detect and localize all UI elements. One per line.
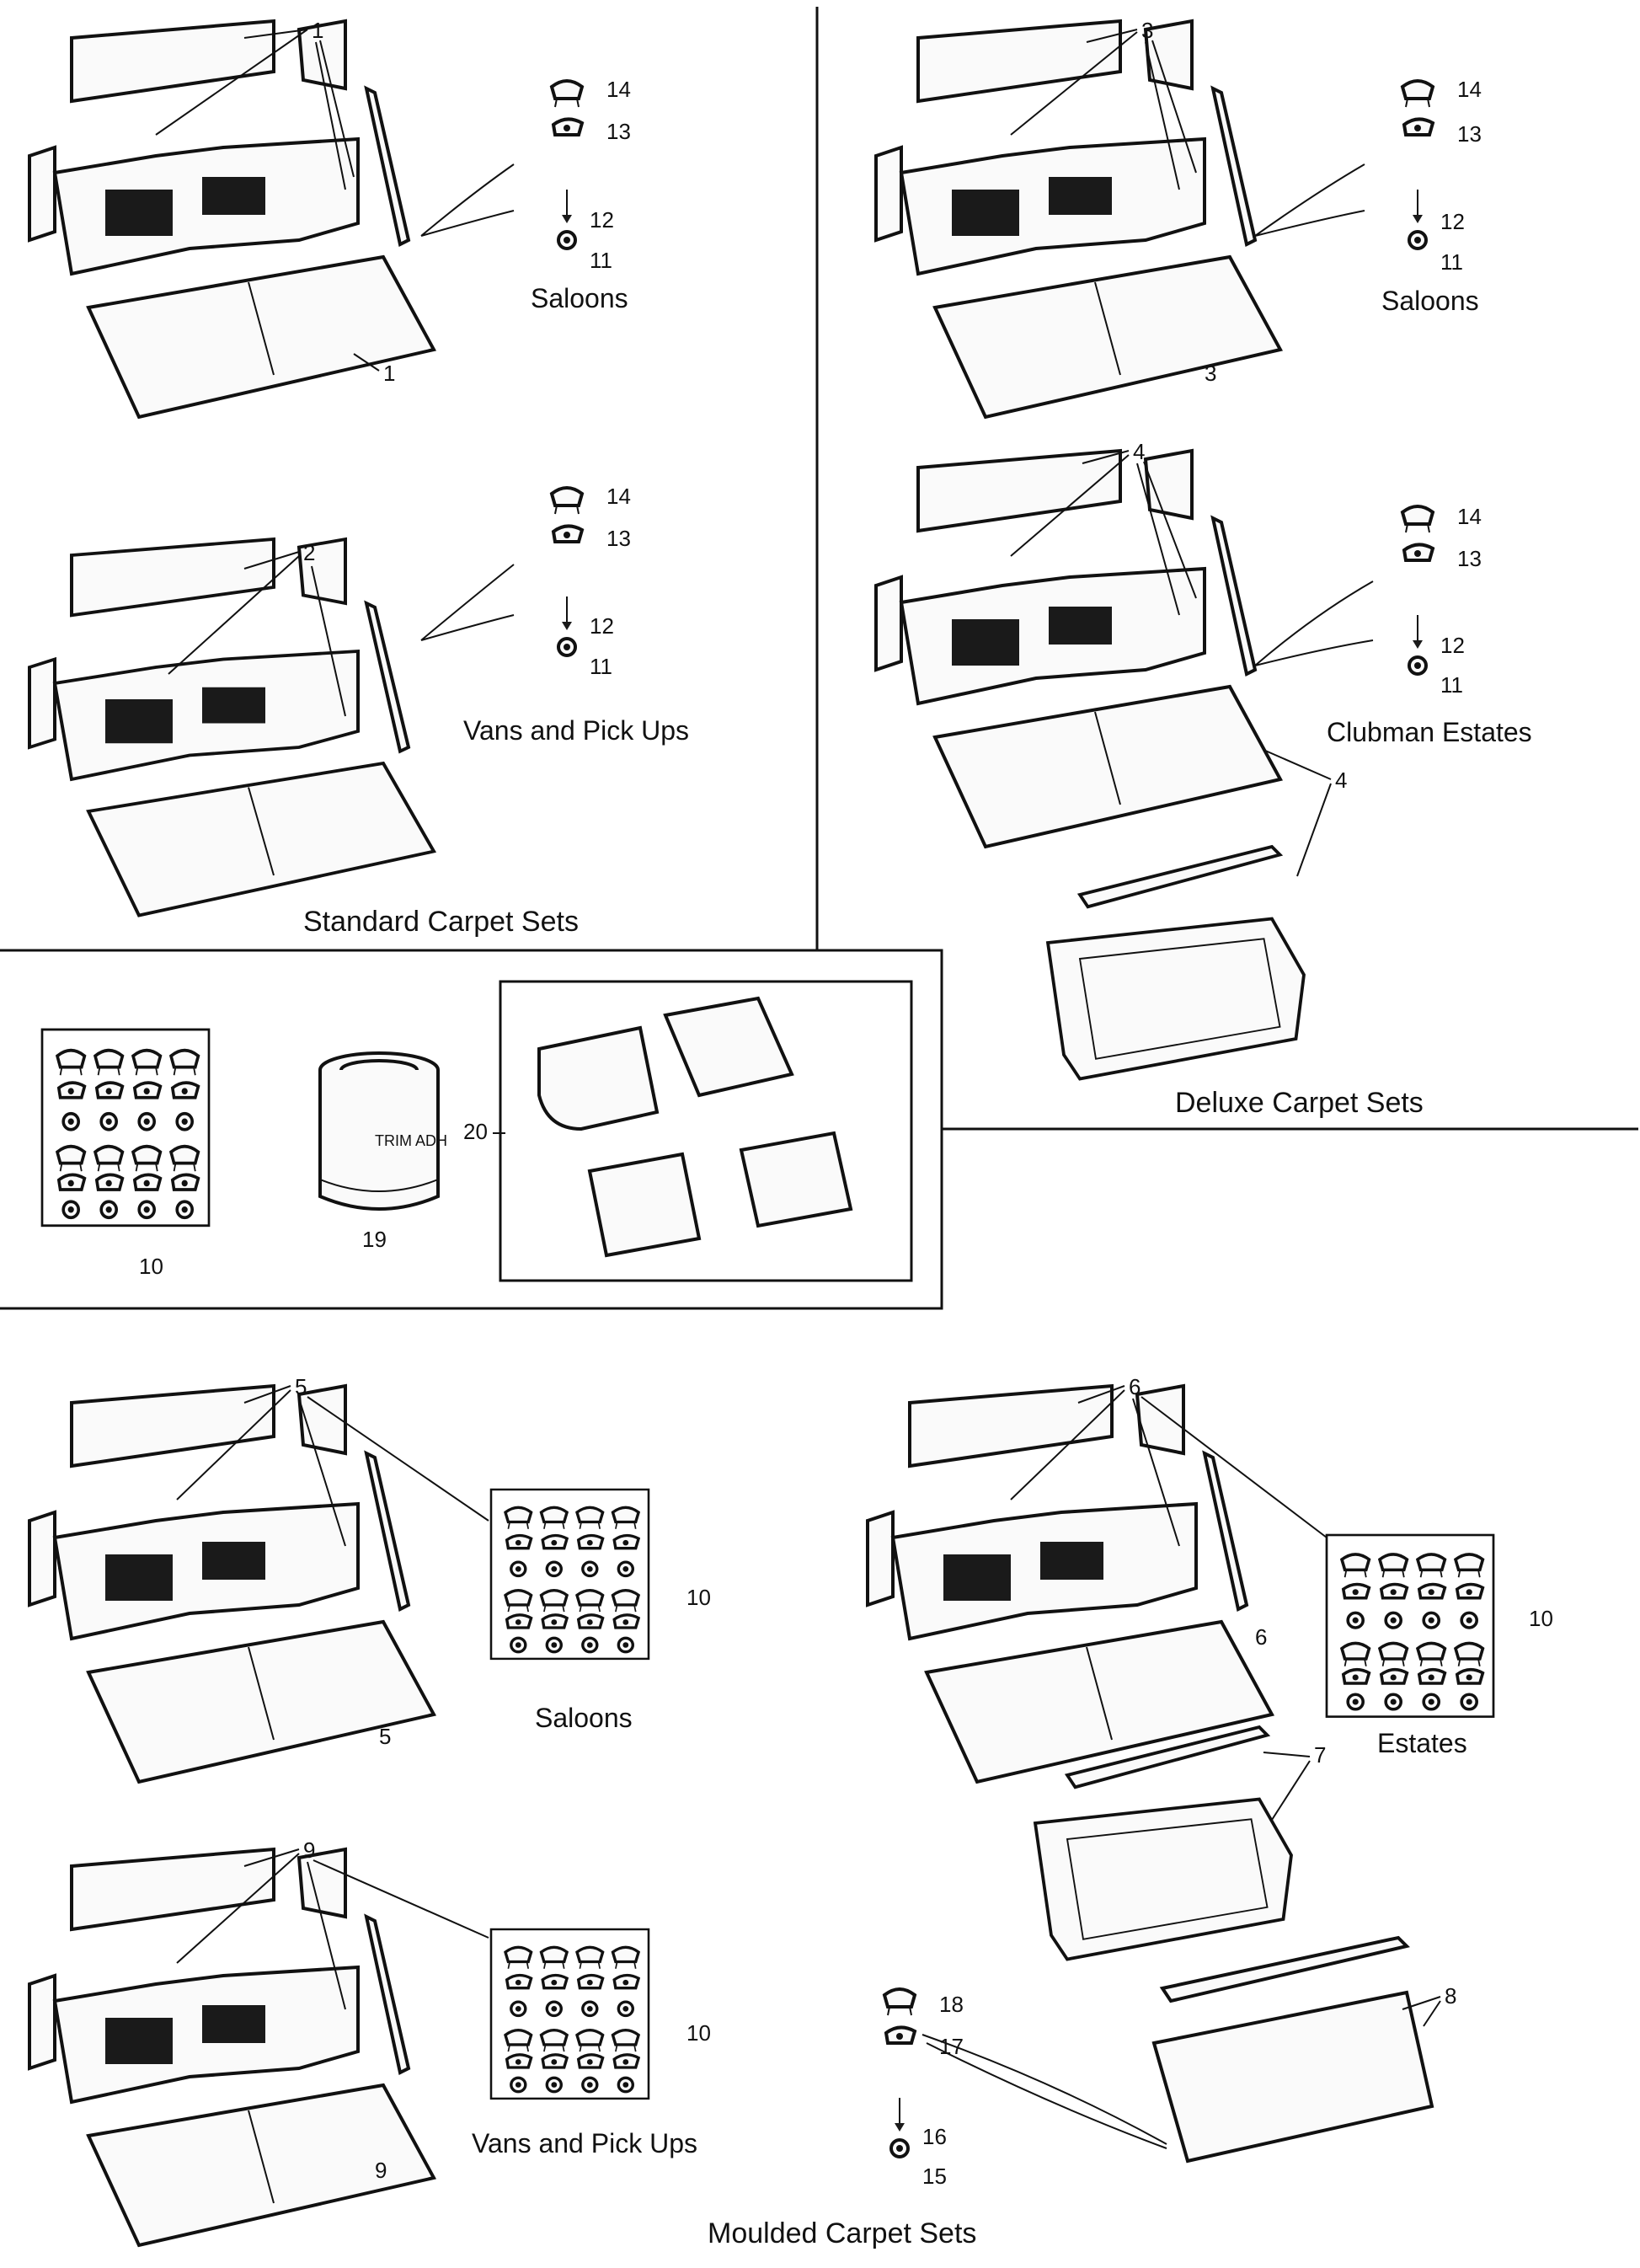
fixing-kit-10: [42, 1030, 209, 1226]
fixings-dlx-clubman: [1402, 506, 1433, 674]
callout-15: 15: [922, 2164, 947, 2189]
label-mld-saloons: Saloons: [535, 1703, 633, 1733]
callout-13: 13: [606, 526, 631, 551]
callout-11: 11: [590, 248, 612, 273]
callout-20: 20: [463, 1119, 488, 1144]
standard-saloons-carpet-set: [28, 19, 435, 419]
callout-13: 13: [606, 119, 631, 144]
callout-11: 11: [1440, 249, 1463, 275]
title-moulded-carpet-sets: Moulded Carpet Sets: [708, 2217, 976, 2249]
callout-13: 13: [1457, 121, 1482, 147]
standard-vans-carpet-set: [28, 538, 435, 917]
accessories-panel: [0, 949, 943, 1310]
label-dlx-clubman: Clubman Estates: [1327, 717, 1532, 747]
callout-12: 12: [1440, 633, 1465, 658]
callout-19: 19: [362, 1227, 387, 1252]
callout-7: 7: [1314, 1742, 1326, 1768]
callout-11: 11: [590, 654, 612, 679]
title-standard-carpet-sets: Standard Carpet Sets: [303, 906, 579, 938]
callout-1: 1: [312, 18, 323, 43]
floor-mats: [537, 996, 853, 1258]
label-mld-vans: Vans and Pick Ups: [472, 2128, 697, 2158]
callout-6: 6: [1129, 1374, 1141, 1399]
title-deluxe-carpet-sets: Deluxe Carpet Sets: [1175, 1087, 1424, 1119]
moulded-saloons-carpet-set: [28, 1384, 435, 1784]
callout-8: 8: [1445, 1983, 1456, 2009]
callout-9: 9: [303, 1837, 315, 1863]
callout-4: 4: [1335, 768, 1347, 793]
callout-14: 14: [1457, 504, 1482, 529]
callout-13: 13: [1457, 546, 1482, 571]
callout-9: 9: [375, 2158, 387, 2183]
deluxe-clubman-carpet-set: [874, 449, 1282, 848]
callout-16: 16: [922, 2124, 947, 2149]
callout-12: 12: [590, 207, 614, 233]
fixings-moulded-boot: [884, 1989, 915, 2157]
moulded-estates-carpet-set: [866, 1384, 1274, 1784]
fixings-std-vans: [552, 488, 582, 655]
callout-3: 3: [1141, 18, 1153, 43]
callout-14: 14: [606, 77, 631, 102]
callout-14: 14: [1457, 77, 1482, 102]
callout-10: 10: [686, 2020, 711, 2046]
trim-adhesive-tin: TRIM ADH: [318, 1051, 447, 1211]
callout-4: 4: [1133, 439, 1145, 464]
callout-1: 1: [383, 361, 395, 386]
callout-2: 2: [303, 540, 315, 565]
moulded-estates-boot-floor: [1034, 1725, 1293, 1961]
floor-mats-box: [499, 980, 913, 1282]
callout-12: 12: [1440, 209, 1465, 234]
fixing-kit-moulded-saloons: [491, 1490, 649, 1659]
deluxe-clubman-boot-floor: [1046, 845, 1306, 1081]
moulded-vans-carpet-set: [28, 1848, 435, 2247]
callout-6: 6: [1255, 1624, 1267, 1650]
callout-14: 14: [606, 484, 631, 509]
fixings-dlx-saloons: [1402, 81, 1433, 249]
label-mld-estates: Estates: [1377, 1728, 1467, 1758]
callout-3: 3: [1205, 361, 1216, 386]
callout-5: 5: [379, 1724, 391, 1749]
fixings-std-saloons: [552, 81, 582, 249]
tin-label: TRIM ADH: [375, 1132, 447, 1149]
callout-10: 10: [139, 1254, 163, 1279]
callout-11: 11: [1440, 672, 1463, 698]
callout-18: 18: [939, 1992, 964, 2017]
label-std-saloons: Saloons: [531, 283, 628, 313]
callout-10: 10: [1529, 1606, 1553, 1631]
callout-12: 12: [590, 613, 614, 639]
moulded-boot-carpet: [1151, 1935, 1434, 2164]
label-std-vans: Vans and Pick Ups: [463, 715, 689, 746]
callout-5: 5: [295, 1374, 307, 1399]
callout-10: 10: [686, 1585, 711, 1610]
label-dlx-saloons: Saloons: [1381, 286, 1479, 316]
fixing-kit-moulded-vans: [491, 1929, 649, 2099]
fixing-kit-moulded-estates: [1327, 1535, 1493, 1717]
